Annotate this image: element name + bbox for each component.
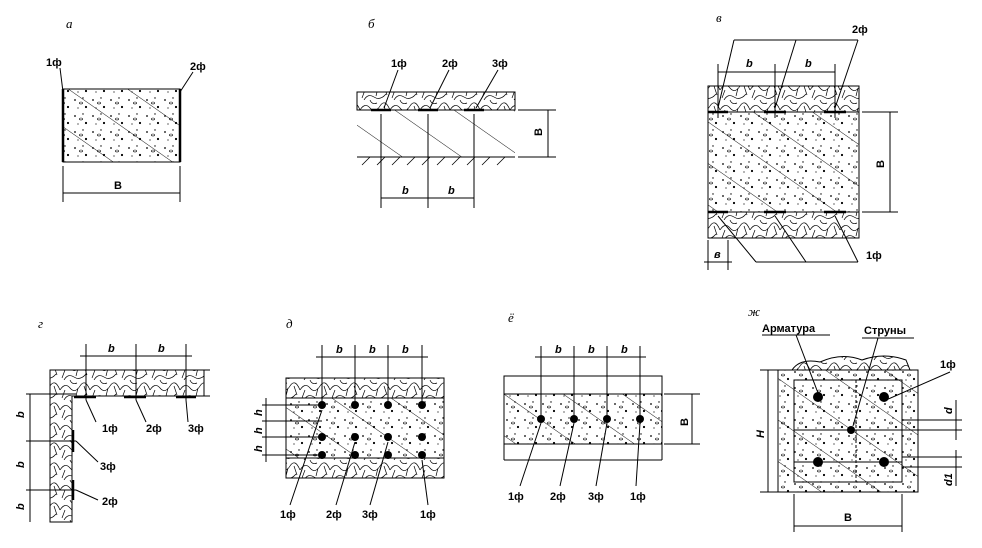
panel-b: б 1ф 2ф 3ф b b B [356, 16, 556, 208]
panel-e-spacing-1: b [555, 344, 562, 356]
panel-zh-top-rubble [791, 355, 911, 371]
panel-a: а 1ф 2ф B [46, 16, 206, 202]
panel-e: ё b b b B 1ф 2ф 3ф 1ф [503, 310, 700, 503]
panel-a-concrete [62, 88, 181, 163]
panel-g-spacing-2: b [158, 343, 165, 355]
panel-v: в b b 2ф 1ф B в [704, 10, 898, 270]
panel-zh-inner-frame [793, 379, 903, 483]
panel-e-spacing-3: b [621, 344, 628, 356]
panel-zh-rebar-3 [813, 457, 823, 467]
panel-a-leader-2 [179, 71, 194, 93]
panel-zh-height-label: H [755, 429, 767, 438]
panel-v-top-cracked-layer [707, 85, 860, 113]
panel-d-sensor-3-label: 3ф [362, 509, 378, 521]
panel-v-spacing-1: b [746, 58, 753, 70]
panel-g-side-sensor-3-label: 3ф [100, 461, 116, 473]
panel-zh-reinforcement-label: Арматура [762, 323, 816, 335]
panel-a-sensor-2-label: 2ф [190, 61, 206, 73]
panel-b-spacing-1: b [402, 185, 409, 197]
panel-a-leader-1 [59, 67, 64, 93]
panel-d-row-label-1: h [253, 409, 265, 416]
panel-v-letter: в [716, 10, 722, 25]
panel-g-side-spacing-1: b [15, 411, 27, 418]
panel-d: д b b b h h h 1ф [253, 316, 445, 521]
panel-d-letter: д [286, 316, 293, 331]
panel-v-spacing-2: b [805, 58, 812, 70]
panel-d-spacing-2: b [369, 344, 376, 356]
panel-g-side-sensor-2-label: 2ф [102, 496, 118, 508]
panel-a-width-label: B [114, 180, 122, 192]
panel-v-sensor-2-label: 2ф [852, 24, 868, 36]
panel-b-letter: б [368, 16, 375, 31]
panel-zh: ж Арматура Струны 1ф H d d1 [748, 304, 962, 532]
panel-a-sensor-1-label: 1ф [46, 57, 62, 69]
panel-e-sensor-1-label: 1ф [508, 491, 524, 503]
panel-v-height-label: B [875, 160, 887, 168]
panel-v-edge-label: в [714, 249, 721, 261]
panel-b-sensor-2-label: 2ф [442, 58, 458, 70]
panel-d-bottom-cracked-layer [285, 457, 445, 479]
panel-zh-string [847, 426, 855, 434]
panel-e-concrete [503, 393, 663, 445]
panel-d-top-cracked-layer [285, 377, 445, 399]
panel-zh-d1-label: d1 [943, 473, 955, 486]
panel-b-sensor-3-label: 3ф [492, 58, 508, 70]
panel-g-side-spacing-2: b [15, 461, 27, 468]
panel-v-concrete [708, 112, 859, 212]
panel-b-height-label: B [533, 128, 545, 136]
panel-zh-rebar-4 [879, 457, 889, 467]
panel-g-sensor-2-label: 2ф [146, 423, 162, 435]
panel-d-sensor-dots [318, 401, 426, 459]
panel-b-ground-hatch [361, 156, 506, 166]
panel-zh-sensor-label: 1ф [940, 359, 956, 371]
panel-d-sensor-1-label: 1ф [280, 509, 296, 521]
panel-b-cracked-layer [356, 91, 516, 111]
panel-zh-width-label: B [844, 512, 852, 524]
panel-g-spacing-1: b [108, 343, 115, 355]
panel-zh-d-label: d [943, 407, 955, 414]
panel-v-bottom-cracked-layer [707, 211, 860, 239]
panel-e-height-label: B [679, 418, 691, 426]
panel-zh-rebar-1 [813, 392, 823, 402]
panel-g-sensor-1-label: 1ф [102, 423, 118, 435]
panel-a-letter: а [66, 16, 73, 31]
panel-g: г b b 1ф 2ф 3ф b b b 3ф 2ф [15, 316, 210, 523]
panel-b-spacing-2: b [448, 185, 455, 197]
panel-zh-letter: ж [748, 304, 760, 319]
panel-g-letter: г [38, 316, 43, 331]
panel-e-sensor-2-label: 2ф [550, 491, 566, 503]
panel-e-letter: ё [508, 310, 514, 325]
panel-e-top-layer [503, 375, 663, 395]
panel-zh-strings-label: Струны [864, 325, 906, 337]
panel-g-side-spacing-3: b [15, 503, 27, 510]
panel-d-row-label-2: h [253, 427, 265, 434]
panel-d-concrete [286, 398, 444, 458]
panel-v-sensor-1-label: 1ф [866, 250, 882, 262]
panel-d-sensor-4-label: 1ф [420, 509, 436, 521]
panel-zh-rebar-2 [879, 392, 889, 402]
panel-e-sensor-4-label: 1ф [630, 491, 646, 503]
panel-d-spacing-1: b [336, 344, 343, 356]
panel-e-sensor-3-label: 3ф [588, 491, 604, 503]
panel-d-sensor-2-label: 2ф [326, 509, 342, 521]
panel-g-sensor-3-label: 3ф [188, 423, 204, 435]
panel-d-row-label-3: h [253, 445, 265, 452]
panel-e-spacing-2: b [588, 344, 595, 356]
panel-b-concrete [357, 110, 515, 157]
panel-d-spacing-3: b [402, 344, 409, 356]
panel-b-sensor-1-label: 1ф [391, 58, 407, 70]
